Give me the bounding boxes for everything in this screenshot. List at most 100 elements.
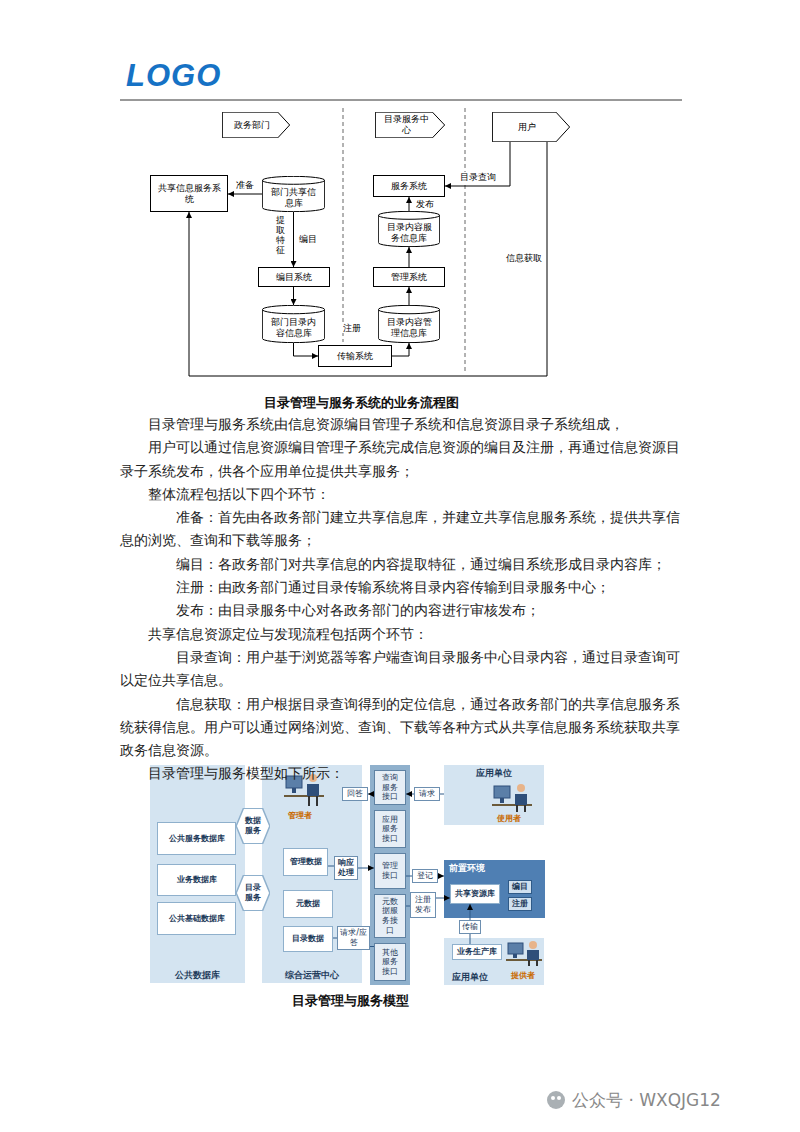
data-box: 业务生产库 (452, 944, 502, 960)
role-label: 管理者 (288, 810, 312, 821)
service-hexagon: 数据服务 (236, 808, 270, 844)
body-paragraph: 目录管理与服务模型如下所示： (120, 762, 682, 785)
node-text: 应用服务接口 (380, 815, 400, 844)
database-cylinder: 目录内容服务信息库 (378, 211, 440, 247)
connector (440, 794, 444, 795)
node-text: 公共数据库 (175, 970, 220, 980)
watermark-icon (551, 1096, 555, 1100)
role-label: 提供者 (511, 970, 535, 981)
cylinder-outline (378, 211, 439, 246)
interface-box: 管理接口 (374, 853, 406, 889)
connector (228, 194, 262, 195)
connector (406, 906, 410, 907)
edge-label: 发布 (415, 199, 435, 210)
data-box: 业务数据库 (157, 864, 236, 896)
node-text: 业务数据库 (177, 875, 217, 885)
node-text: 其他服务接口 (380, 948, 400, 977)
connector (392, 343, 409, 356)
connector (438, 876, 444, 877)
cylinder-outline (262, 305, 324, 342)
hexagon-outline (236, 808, 270, 844)
interface-box: 元数据服务接口 (374, 894, 406, 938)
flow-tag: 注册 (508, 897, 532, 911)
watermark-icon (547, 1091, 565, 1109)
flow-tag: 登记 (412, 869, 438, 883)
node-text: 公共基础数据库 (169, 914, 225, 924)
node-text: 编目 (512, 882, 528, 892)
node-text: 目录内容管理信息库 (383, 317, 435, 339)
lane-header: 用户 (492, 112, 570, 142)
edge-label: 编目 (298, 234, 318, 245)
node-text: 应用单位 (452, 972, 488, 982)
node-text: 查询服务接口 (380, 773, 400, 802)
role-label: 使用者 (497, 813, 521, 824)
lane-divider (343, 108, 344, 342)
node-text: 注册 (512, 899, 528, 909)
body-paragraph: 共享信息资源定位与发现流程包括两个环节： (120, 623, 682, 646)
connector (470, 934, 471, 944)
flow-tag: 注册发布 (410, 892, 436, 918)
data-box: 管理数据 (283, 848, 328, 876)
node-text: 服务系统 (391, 181, 427, 192)
node-text: 前置环境 (449, 863, 485, 873)
connector (370, 946, 374, 947)
body-paragraph: 目录查询：用户基于浏览器等客户端查询目录服务中心目录内容，通过目录查询可以定位共… (120, 646, 682, 693)
person-icon (506, 941, 542, 966)
interface-box: 查询服务接口 (374, 770, 406, 805)
flow-tag: 回答 (342, 787, 368, 801)
connector (445, 142, 510, 186)
node-text: 请求/应答 (340, 928, 367, 947)
node-text: 注册发布 (413, 895, 433, 914)
node-text: 共享信息服务系统 (155, 183, 223, 205)
body-paragraph: 编目：各政务部门对共享信息的内容提取特征，通过编目系统形成目录内容库； (120, 553, 682, 576)
interface-box: 其他服务接口 (374, 943, 406, 981)
node-text: 数据服务 (243, 816, 263, 835)
process-box: 传输系统 (318, 345, 392, 367)
data-box: 共享资源库 (450, 884, 500, 904)
connector (470, 904, 471, 920)
connector (358, 868, 374, 869)
connector (409, 197, 410, 211)
node-text: 编目系统 (276, 272, 312, 283)
node-text: 管理接口 (380, 861, 400, 880)
edge-label: 注册 (342, 323, 362, 334)
flow-tag: 编目 (508, 880, 532, 894)
pentagon-outline (492, 112, 569, 142)
node-text: 请求 (419, 789, 435, 799)
data-box: 元数据 (283, 890, 333, 918)
node-text: 共享资源库 (455, 889, 495, 899)
flow-tag: 传输 (459, 920, 481, 934)
data-box: 目录数据 (283, 926, 333, 952)
figure-caption: 目录管理与服务系统的业务流程图 (161, 394, 561, 412)
connector (294, 343, 319, 356)
cylinder-rim (262, 310, 324, 314)
database-cylinder: 部门共享信息库 (262, 176, 325, 212)
lane-header: 政务部门 (222, 112, 290, 138)
logo: LOGO (126, 58, 221, 94)
person-icon (492, 784, 532, 812)
body-paragraph: 整体流程包括以下四个环节： (120, 483, 682, 506)
edge-label: 准备 (235, 180, 255, 191)
edge-label: 目录查询 (459, 172, 497, 183)
connector (409, 287, 410, 305)
watermark: 公众号 · WXQJG12 (572, 1089, 721, 1112)
body-paragraph: 发布：由目录服务中心对各政务部门的内容进行审核发布； (120, 599, 682, 622)
cylinder-rim (378, 310, 439, 314)
body-text: 目录管理与服务系统由信息资源编目管理子系统和信息资源目录子系统组成，用户可以通过… (120, 413, 682, 786)
process-box: 管理系统 (373, 267, 445, 287)
node-text: 传输 (462, 922, 478, 932)
cylinder-rim (378, 215, 439, 219)
process-box: 服务系统 (373, 175, 445, 197)
connector (436, 898, 450, 899)
cylinder-outline (378, 305, 439, 342)
node-text: 应用单位 (476, 768, 512, 778)
node-text: 部门目录内容信息库 (267, 317, 320, 339)
watermark-icon (557, 1096, 561, 1100)
connector (368, 794, 374, 795)
node-text: 部门共享信息库 (267, 187, 320, 209)
node-text: 元数据服务接口 (380, 897, 400, 935)
body-paragraph: 信息获取：用户根据目录查询得到的定位信息，通过各政务部门的共享信息服务系统获得信… (120, 693, 682, 763)
node-text: 元数据 (296, 899, 320, 909)
region-panel: 公共数据库公共服务数据库业务数据库公共基础数据库 (150, 765, 245, 983)
